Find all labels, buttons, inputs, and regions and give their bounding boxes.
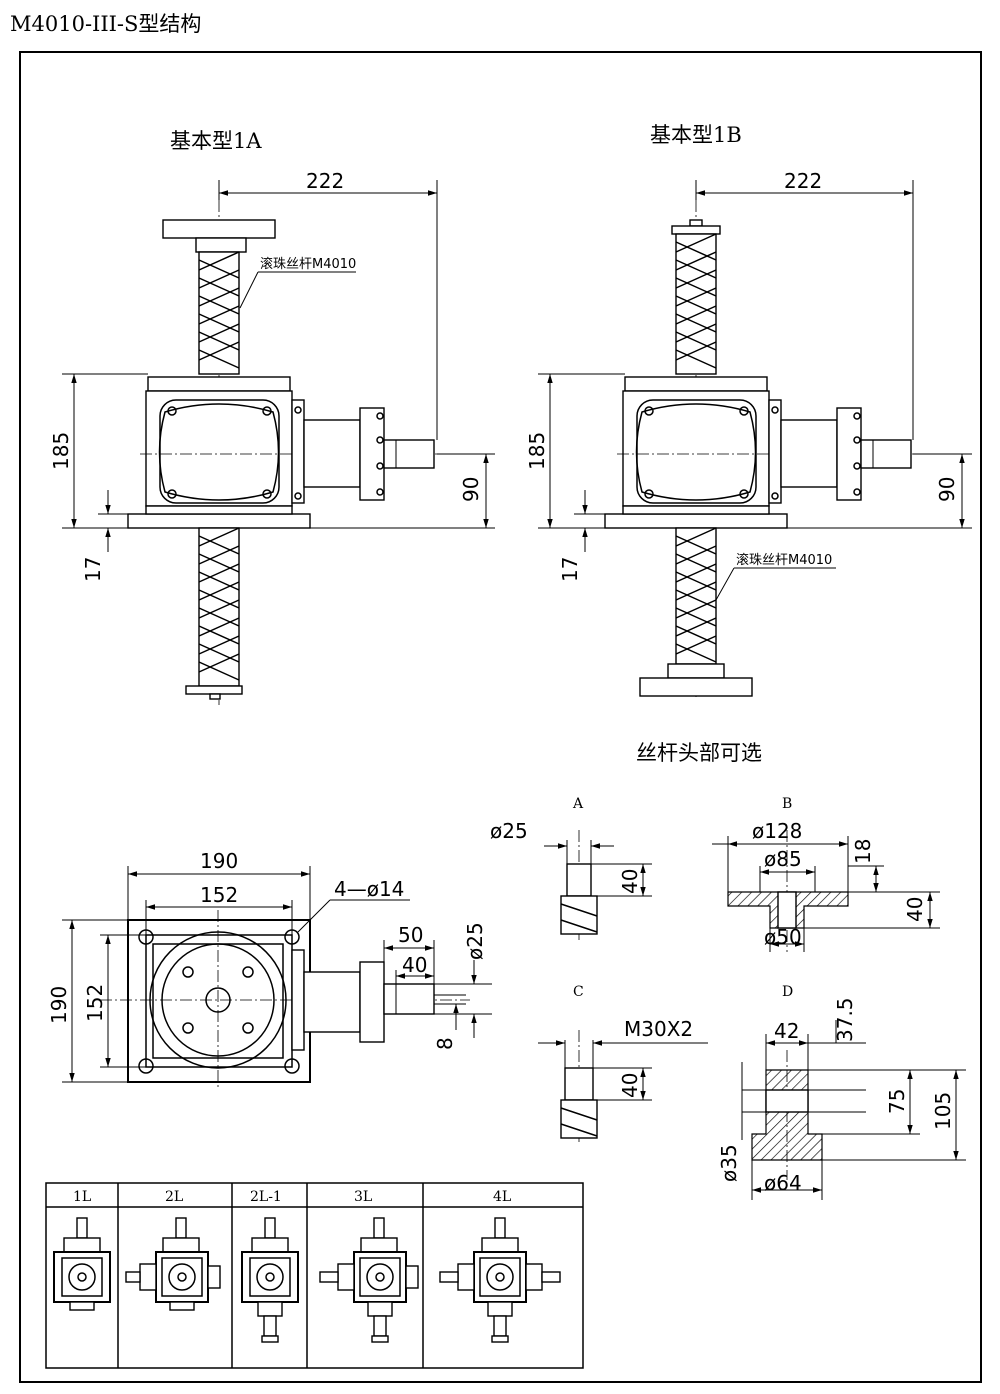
- dim-top-152-v: 152: [83, 984, 107, 1022]
- head-b-d128: ø128: [752, 819, 802, 843]
- dim-top-152-h: 152: [200, 883, 238, 907]
- head-a-dia: ø25: [490, 819, 528, 843]
- screw-head-c: C M30X2 40: [538, 984, 708, 1142]
- layout-diagram-2l-1: [241, 1217, 299, 1343]
- head-d-label: D: [782, 984, 793, 1000]
- head-d-d64: ø64: [764, 1171, 802, 1195]
- view-type-1a: 基本型1A 滚珠丝杆M4010: [49, 129, 495, 705]
- head-d-d105: 105: [931, 1092, 955, 1130]
- view-1a-top-plate: [162, 219, 276, 239]
- view-type-1b: 基本型1B: [525, 123, 972, 700]
- head-d-d37-5: 37.5: [833, 997, 857, 1042]
- drawing-frame: [19, 51, 982, 1383]
- screw-head-d: D 42 37.5 75 105 ø35 ø64: [717, 984, 966, 1200]
- layout-diagram-4l: [439, 1217, 561, 1343]
- layout-diagram-1l: [53, 1217, 111, 1311]
- view-1a-upper-screw: [198, 251, 240, 375]
- head-b-label: B: [782, 796, 792, 812]
- dim-1b-90: 90: [935, 477, 959, 502]
- dim-top-holes: 4—ø14: [334, 877, 404, 901]
- dim-1b-222: 222: [784, 169, 822, 193]
- head-c-thread: M30X2: [624, 1017, 693, 1041]
- dim-1a-185: 185: [49, 432, 73, 470]
- head-c-len: 40: [618, 1073, 642, 1098]
- head-a-len: 40: [618, 869, 642, 894]
- dim-top-40: 40: [402, 953, 427, 977]
- head-b-d85: ø85: [764, 847, 802, 871]
- view-1b-screw-label: 滚珠丝杆M4010: [736, 552, 832, 568]
- view-1a-top-hub: [195, 237, 247, 253]
- layout-label-1l: 1L: [73, 1189, 91, 1205]
- layout-label-2l-1: 2L-1: [250, 1189, 282, 1205]
- screw-head-a: A ø25 40: [490, 796, 652, 940]
- head-a-label: A: [572, 796, 584, 812]
- view-1b-label: 基本型1B: [650, 123, 742, 147]
- layout-diagram-3l: [319, 1217, 419, 1343]
- dim-1a-90: 90: [459, 477, 483, 502]
- screw-heads-title: 丝杆头部可选: [636, 741, 762, 765]
- page-title: M4010-III-S型结构: [10, 12, 202, 36]
- head-b-d40: 40: [903, 897, 927, 922]
- dim-top-8: 8: [433, 1037, 457, 1050]
- view-1a-screw-label: 滚珠丝杆M4010: [260, 256, 356, 272]
- head-d-d42: 42: [774, 1019, 799, 1043]
- head-d-d75: 75: [885, 1089, 909, 1114]
- layout-label-3l: 3L: [354, 1189, 372, 1205]
- view-1b-gearbox: [604, 376, 915, 529]
- screw-head-b: B ø128 ø85 ø50 18 40: [712, 796, 940, 952]
- layout-diagram-2l: [125, 1217, 221, 1311]
- layout-label-4l: 4L: [493, 1189, 511, 1205]
- view-1a-gearbox: [127, 376, 440, 529]
- layout-table: 1L 2L 2L-1 3L 4L: [45, 1182, 584, 1369]
- head-b-d18: 18: [851, 839, 875, 864]
- dim-top-d25: ø25: [463, 922, 487, 960]
- view-1b-lower-screw: [639, 527, 753, 697]
- view-1a-lower-screw: [185, 527, 243, 700]
- dim-1a-222: 222: [306, 169, 344, 193]
- dim-top-190-v: 190: [47, 986, 71, 1024]
- head-b-d50: ø50: [764, 925, 802, 949]
- dim-top-190-h: 190: [200, 849, 238, 873]
- dim-top-50: 50: [398, 923, 423, 947]
- top-view: 190 152 4—ø14 190 152 50 40 ø25: [47, 849, 492, 1090]
- view-1a-label: 基本型1A: [170, 129, 262, 153]
- head-c-label: C: [573, 984, 584, 1000]
- dim-1a-17: 17: [81, 557, 105, 582]
- layout-label-2l: 2L: [165, 1189, 183, 1205]
- head-d-d35: ø35: [717, 1144, 741, 1182]
- dim-1b-17: 17: [558, 557, 582, 582]
- dim-1b-185: 185: [525, 432, 549, 470]
- view-1b-upper-screw: [675, 233, 717, 375]
